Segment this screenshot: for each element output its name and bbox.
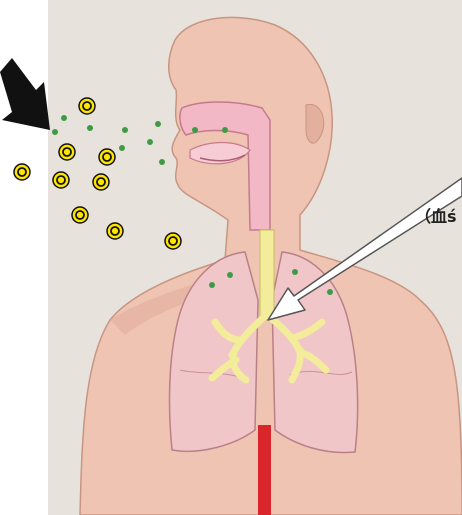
particle: [292, 269, 298, 275]
particle: [227, 272, 233, 278]
particle: [52, 129, 58, 135]
particle: [122, 127, 128, 133]
arrow-icon: [0, 58, 50, 130]
particle: [61, 115, 67, 121]
virus-particle-icon: [14, 164, 30, 180]
virus-particle-icon: [79, 98, 95, 114]
virus-particle-icon: [165, 233, 181, 249]
blood-vessel: [258, 425, 271, 515]
particle: [222, 127, 228, 133]
particle: [87, 125, 93, 131]
virus-particle-icon: [53, 172, 69, 188]
virus-particle-icon: [59, 144, 75, 160]
callout-label: （血ś: [415, 203, 462, 227]
trachea: [260, 230, 274, 320]
particle: [192, 127, 198, 133]
virus-particle-icon: [93, 174, 109, 190]
particle: [155, 121, 161, 127]
particle: [159, 159, 165, 165]
particle: [209, 282, 215, 288]
particle: [147, 139, 153, 145]
virus-particle-icon: [99, 149, 115, 165]
particle: [119, 145, 125, 151]
virus-particle-icon: [72, 207, 88, 223]
particle: [327, 289, 333, 295]
virus-particle-icon: [107, 223, 123, 239]
